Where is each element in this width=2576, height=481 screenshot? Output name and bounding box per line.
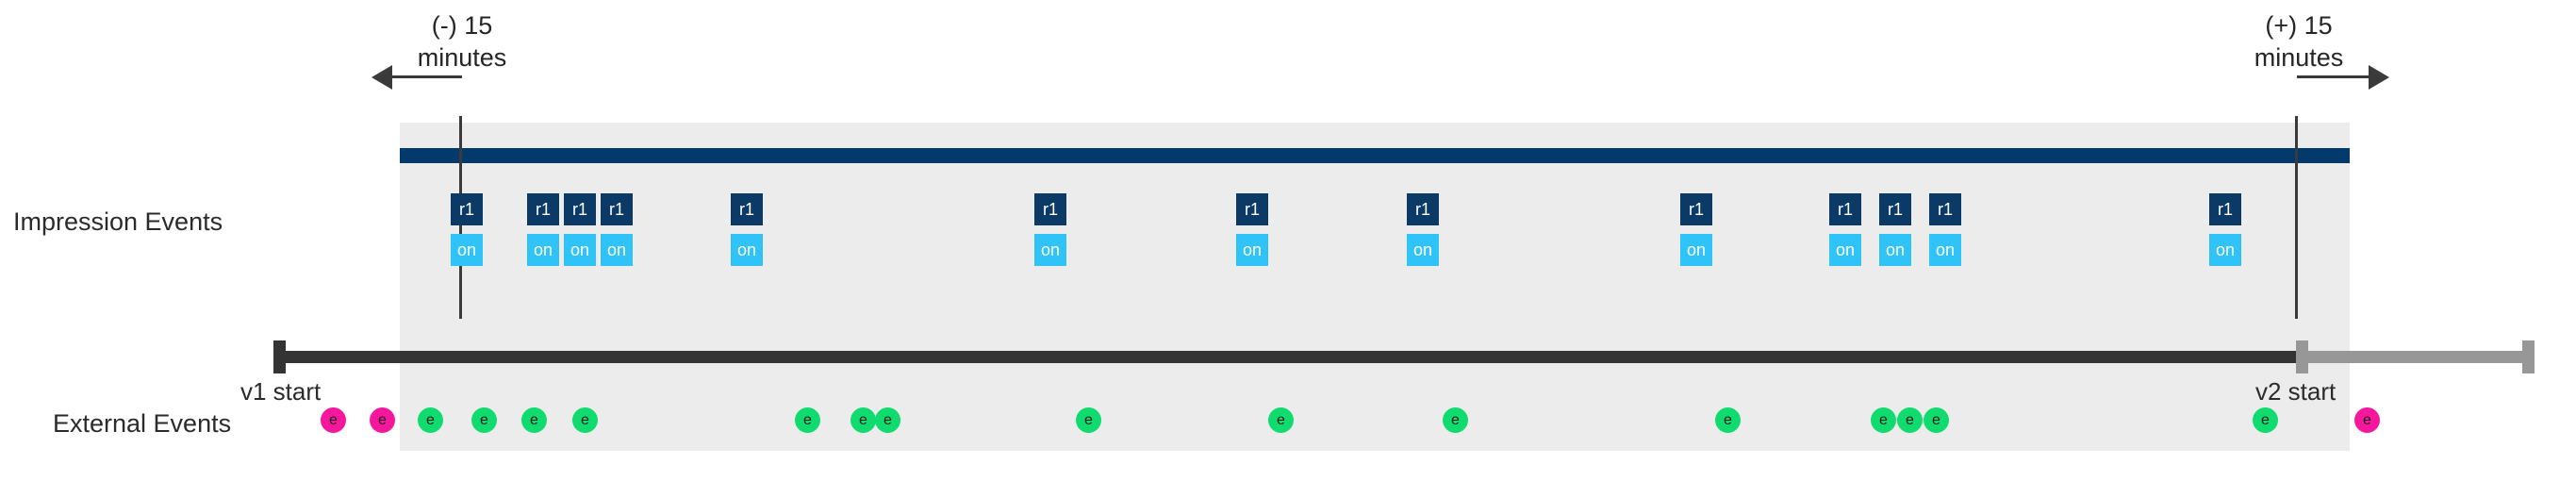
impression-event-chip-stack: r1 on <box>451 193 483 266</box>
external-event-dot-in-window: e <box>2253 407 2278 433</box>
impression-event-chip-stack: r1 on <box>1929 193 1961 266</box>
impression-request-chip: r1 <box>564 193 596 225</box>
impression-request-chip: r1 <box>1034 193 1066 225</box>
external-event-dot-in-window: e <box>1897 407 1923 433</box>
external-event-dot-in-window: e <box>1268 407 1294 433</box>
impression-outcome-chip: on <box>1879 234 1911 266</box>
external-event-dot-in-window: e <box>1715 407 1741 433</box>
impression-request-chip: r1 <box>451 193 483 225</box>
boundary-line-plus-15 <box>2295 116 2298 319</box>
external-event-dot-out-of-window: e <box>321 407 346 433</box>
attribution-window-band <box>400 123 2350 451</box>
callout-plus-15-arm <box>2297 75 2370 78</box>
impression-request-chip: r1 <box>731 193 763 225</box>
version-cap-v2-start <box>2296 340 2308 373</box>
impression-request-chip: r1 <box>601 193 633 225</box>
arrow-right-icon <box>2369 65 2389 90</box>
external-event-dot-in-window: e <box>1924 407 1949 433</box>
external-event-dot-in-window: e <box>471 407 497 433</box>
impression-outcome-chip: on <box>1236 234 1268 266</box>
external-event-dot-in-window: e <box>1871 407 1896 433</box>
impression-event-chip-stack: r1 on <box>1236 193 1268 266</box>
impression-event-chip-stack: r1 on <box>1680 193 1712 266</box>
external-event-dot-in-window: e <box>875 407 900 433</box>
impression-request-chip: r1 <box>527 193 559 225</box>
version-bar-v2 <box>2296 351 2535 363</box>
external-event-dot-in-window: e <box>795 407 820 433</box>
callout-plus-15-label: (+) 15 minutes <box>2254 11 2344 72</box>
external-event-dot-in-window: e <box>521 407 547 433</box>
impression-event-chip-stack: r1 on <box>527 193 559 266</box>
impression-event-chip-stack: r1 on <box>731 193 763 266</box>
row-label-external-events: External Events <box>53 409 232 438</box>
impression-request-chip: r1 <box>1829 193 1861 225</box>
external-event-dot-in-window: e <box>1076 407 1101 433</box>
impression-event-chip-stack: r1 on <box>1034 193 1066 266</box>
impression-event-chip-stack: r1 on <box>1407 193 1439 266</box>
row-label-impression-events: Impression Events <box>13 207 223 236</box>
impression-outcome-chip: on <box>1680 234 1712 266</box>
version-label-v2-start: v2 start <box>2255 377 2337 406</box>
external-event-dot-out-of-window: e <box>2354 407 2380 433</box>
impression-event-chip-stack: r1 on <box>601 193 633 266</box>
impression-request-chip: r1 <box>1236 193 1268 225</box>
version-label-v1-start: v1 start <box>240 377 322 406</box>
callout-minus-15-minutes: (-) 15 minutes <box>377 9 547 74</box>
impression-outcome-chip: on <box>564 234 596 266</box>
impression-event-chip-stack: r1 on <box>2209 193 2241 266</box>
impression-event-chip-stack: r1 on <box>1829 193 1861 266</box>
impression-request-chip: r1 <box>2209 193 2241 225</box>
version-cap-v1-start <box>273 340 286 373</box>
external-event-dot-in-window: e <box>850 407 876 433</box>
callout-minus-15-arm <box>388 75 462 78</box>
external-event-dot-in-window: e <box>418 407 443 433</box>
callout-plus-15-minutes: (+) 15 minutes <box>2214 9 2384 74</box>
version-bar-v1 <box>273 351 2299 363</box>
arrow-left-icon <box>372 65 392 90</box>
impression-outcome-chip: on <box>1929 234 1961 266</box>
impression-rail-bar <box>400 148 2350 163</box>
impression-request-chip: r1 <box>1680 193 1712 225</box>
external-event-dot-in-window: e <box>1443 407 1468 433</box>
impression-event-chip-stack: r1 on <box>564 193 596 266</box>
impression-event-chip-stack: r1 on <box>1879 193 1911 266</box>
impression-request-chip: r1 <box>1407 193 1439 225</box>
impression-outcome-chip: on <box>1407 234 1439 266</box>
impression-outcome-chip: on <box>527 234 559 266</box>
impression-request-chip: r1 <box>1929 193 1961 225</box>
impression-request-chip: r1 <box>1879 193 1911 225</box>
impression-outcome-chip: on <box>2209 234 2241 266</box>
impression-outcome-chip: on <box>1829 234 1861 266</box>
impression-outcome-chip: on <box>451 234 483 266</box>
impression-outcome-chip: on <box>601 234 633 266</box>
external-event-dot-out-of-window: e <box>370 407 395 433</box>
external-event-dot-in-window: e <box>572 407 598 433</box>
impression-outcome-chip: on <box>731 234 763 266</box>
version-cap-v2-end <box>2522 340 2535 373</box>
callout-minus-15-label: (-) 15 minutes <box>417 11 507 72</box>
impression-outcome-chip: on <box>1034 234 1066 266</box>
